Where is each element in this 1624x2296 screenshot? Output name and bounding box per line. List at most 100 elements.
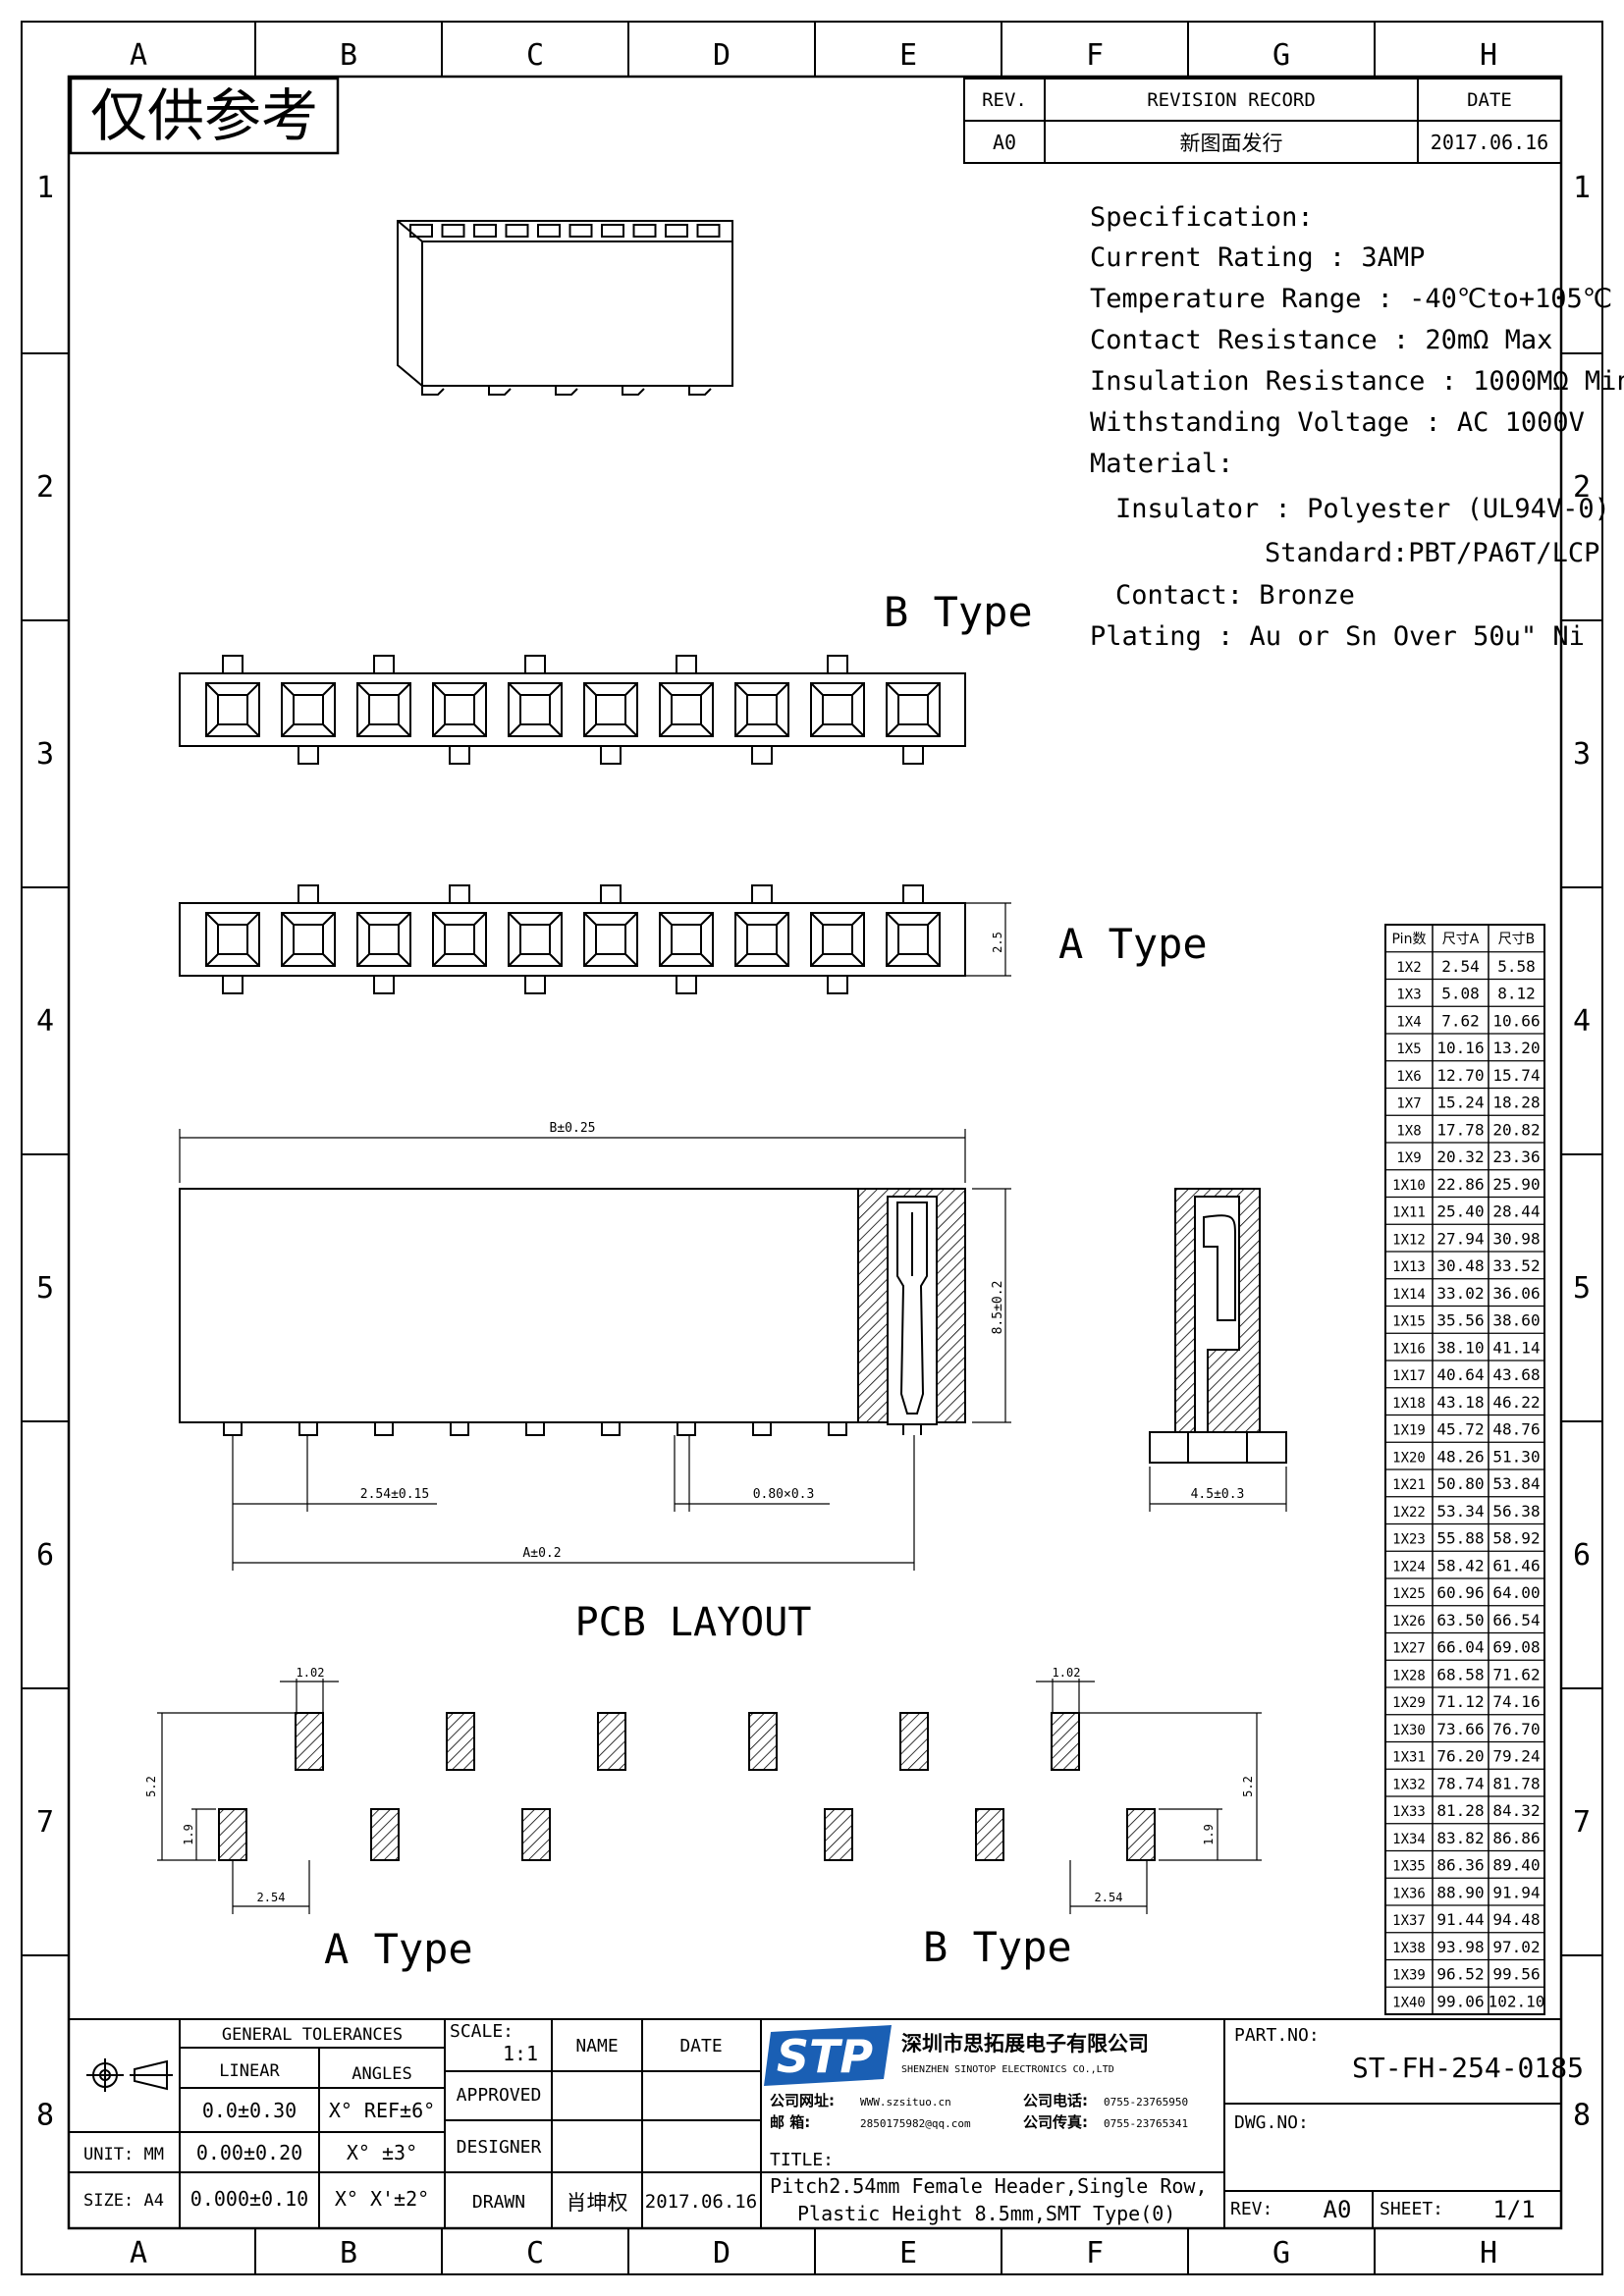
b-type-label-top: B Type xyxy=(884,588,1033,636)
dim-19-a: 1.9 xyxy=(182,1824,195,1845)
iso-slot xyxy=(665,224,688,238)
pin-table-cell: 97.02 xyxy=(1492,1938,1540,1956)
column-label: H xyxy=(1480,38,1497,73)
pin-table-cell: 63.50 xyxy=(1436,1611,1484,1629)
spec-insul-res: Insulation Resistance : 1000MΩ Min xyxy=(1090,366,1624,397)
pin-table-cell: 1X20 xyxy=(1392,1450,1426,1466)
pin-table-cell: 1X37 xyxy=(1392,1913,1426,1929)
iso-slot xyxy=(505,224,529,238)
pin-table-cell: 15.24 xyxy=(1436,1094,1484,1112)
contact-cavity xyxy=(886,682,941,737)
iso-slot xyxy=(601,224,624,238)
pin-table-cell: 1X30 xyxy=(1392,1723,1426,1738)
pin-table-cell: 1X6 xyxy=(1396,1069,1421,1085)
pin-table-cell: 71.12 xyxy=(1436,1692,1484,1711)
pin-table-cell: 69.08 xyxy=(1492,1638,1540,1657)
contact-cavity xyxy=(508,912,563,967)
iso-slot xyxy=(537,224,561,238)
column-label: D xyxy=(713,38,731,73)
pin-table-cell: 1X21 xyxy=(1392,1477,1426,1493)
contact-cavity xyxy=(432,682,487,737)
pin-tab xyxy=(600,884,622,903)
pcb-pad xyxy=(899,1712,929,1771)
dim-w-45: 4.5±0.3 xyxy=(1191,1487,1245,1502)
pin-tab xyxy=(373,976,395,994)
spec-title: Specification: xyxy=(1090,202,1314,233)
iso-slot xyxy=(441,224,465,238)
contact-cavity xyxy=(810,912,865,967)
dim-254-b: 2.54 xyxy=(1095,1891,1123,1904)
row-label: 3 xyxy=(36,737,54,772)
iso-leg xyxy=(622,386,645,396)
pin-table-cell: 10.66 xyxy=(1492,1011,1540,1030)
iso-leg xyxy=(421,386,445,396)
pin-table-cell: 91.44 xyxy=(1436,1910,1484,1929)
mail-value: 2850175982@qq.com xyxy=(860,2117,971,2130)
pin-table-cell: 1X13 xyxy=(1392,1259,1426,1275)
pcb-pad xyxy=(521,1808,551,1861)
column-label: D xyxy=(713,2236,731,2270)
contact-cavity xyxy=(734,912,789,967)
approved-label: APPROVED xyxy=(457,2085,542,2106)
pin-tab xyxy=(751,746,773,765)
pin-table-cell: 99.06 xyxy=(1436,1992,1484,2010)
dim-19-b: 1.9 xyxy=(1202,1824,1216,1845)
contact-cavity xyxy=(659,912,714,967)
pin-table-cell: 28.44 xyxy=(1492,1202,1540,1221)
contact-cavity xyxy=(659,682,714,737)
pcb-pad xyxy=(218,1808,247,1861)
linear-label: LINEAR xyxy=(219,2061,280,2081)
pin-table-cell: 1X18 xyxy=(1392,1396,1426,1412)
a-type-height-dim xyxy=(966,902,1011,977)
row-label: 4 xyxy=(1573,1004,1591,1039)
smt-foot xyxy=(450,1421,469,1436)
dim-b-025: B±0.25 xyxy=(550,1121,596,1136)
pin-table-cell: 88.90 xyxy=(1436,1883,1484,1901)
pin-table-cell: 55.88 xyxy=(1436,1529,1484,1548)
b-type-label-bot: B Type xyxy=(923,1923,1072,1971)
column-label: F xyxy=(1086,38,1104,73)
pin-table-cell: 84.32 xyxy=(1492,1801,1540,1820)
pin-table-cell: 36.06 xyxy=(1492,1284,1540,1303)
end-view xyxy=(1149,1188,1287,1464)
pin-table-cell: 1X24 xyxy=(1392,1559,1426,1575)
pin-table-cell: 74.16 xyxy=(1492,1692,1540,1711)
size: SIZE: A4 xyxy=(83,2191,164,2211)
pcb-pad xyxy=(1051,1712,1080,1771)
end-view-dimensions xyxy=(1149,1467,1287,1512)
pin-table-cell: 48.76 xyxy=(1492,1420,1540,1439)
pin-table-cell: 8.12 xyxy=(1497,985,1536,1003)
pin-table-cell: 15.74 xyxy=(1492,1066,1540,1085)
fax-value: 0755-23765341 xyxy=(1104,2117,1188,2130)
pin-table-cell: 1X23 xyxy=(1392,1532,1426,1548)
row-label: 4 xyxy=(36,1004,54,1039)
sheet-value: 1/1 xyxy=(1492,2196,1535,2223)
pin-table-cell: 68.58 xyxy=(1436,1665,1484,1683)
dim-pad-102-b: 1.02 xyxy=(1053,1666,1081,1680)
side-view xyxy=(179,1188,966,1436)
smt-foot xyxy=(752,1421,772,1436)
pin-table-cell: 81.78 xyxy=(1492,1774,1540,1792)
iso-slot xyxy=(568,224,593,238)
pin-table-cell: 73.66 xyxy=(1436,1720,1484,1738)
gen-tol: GENERAL TOLERANCES xyxy=(222,2025,403,2045)
pin-tab xyxy=(751,884,773,903)
scale-value: 1:1 xyxy=(503,2042,538,2065)
smt-foot xyxy=(223,1421,243,1436)
pcb-pad xyxy=(295,1712,324,1771)
pin-table-cell: 1X8 xyxy=(1396,1123,1421,1139)
pin-table-cell: 46.22 xyxy=(1492,1393,1540,1412)
smt-foot xyxy=(298,1421,318,1436)
pin-table-cell: 10.16 xyxy=(1436,1039,1484,1057)
pin-table-cell: 86.86 xyxy=(1492,1829,1540,1847)
column-label: H xyxy=(1480,2236,1497,2270)
pin-table-cell: 17.78 xyxy=(1436,1120,1484,1139)
column-label: B xyxy=(340,2236,357,2270)
column-label: A xyxy=(130,2236,147,2270)
dim-2-5: 2.5 xyxy=(991,932,1004,953)
title-line-1: Pitch2.54mm Female Header,Single Row, xyxy=(770,2174,1208,2198)
part-no-label: PART.NO: xyxy=(1234,2025,1320,2046)
dim-h-85: 8.5±0.2 xyxy=(991,1281,1005,1335)
pin-table-cell: 60.96 xyxy=(1436,1583,1484,1602)
pin-table-cell: 61.46 xyxy=(1492,1556,1540,1575)
